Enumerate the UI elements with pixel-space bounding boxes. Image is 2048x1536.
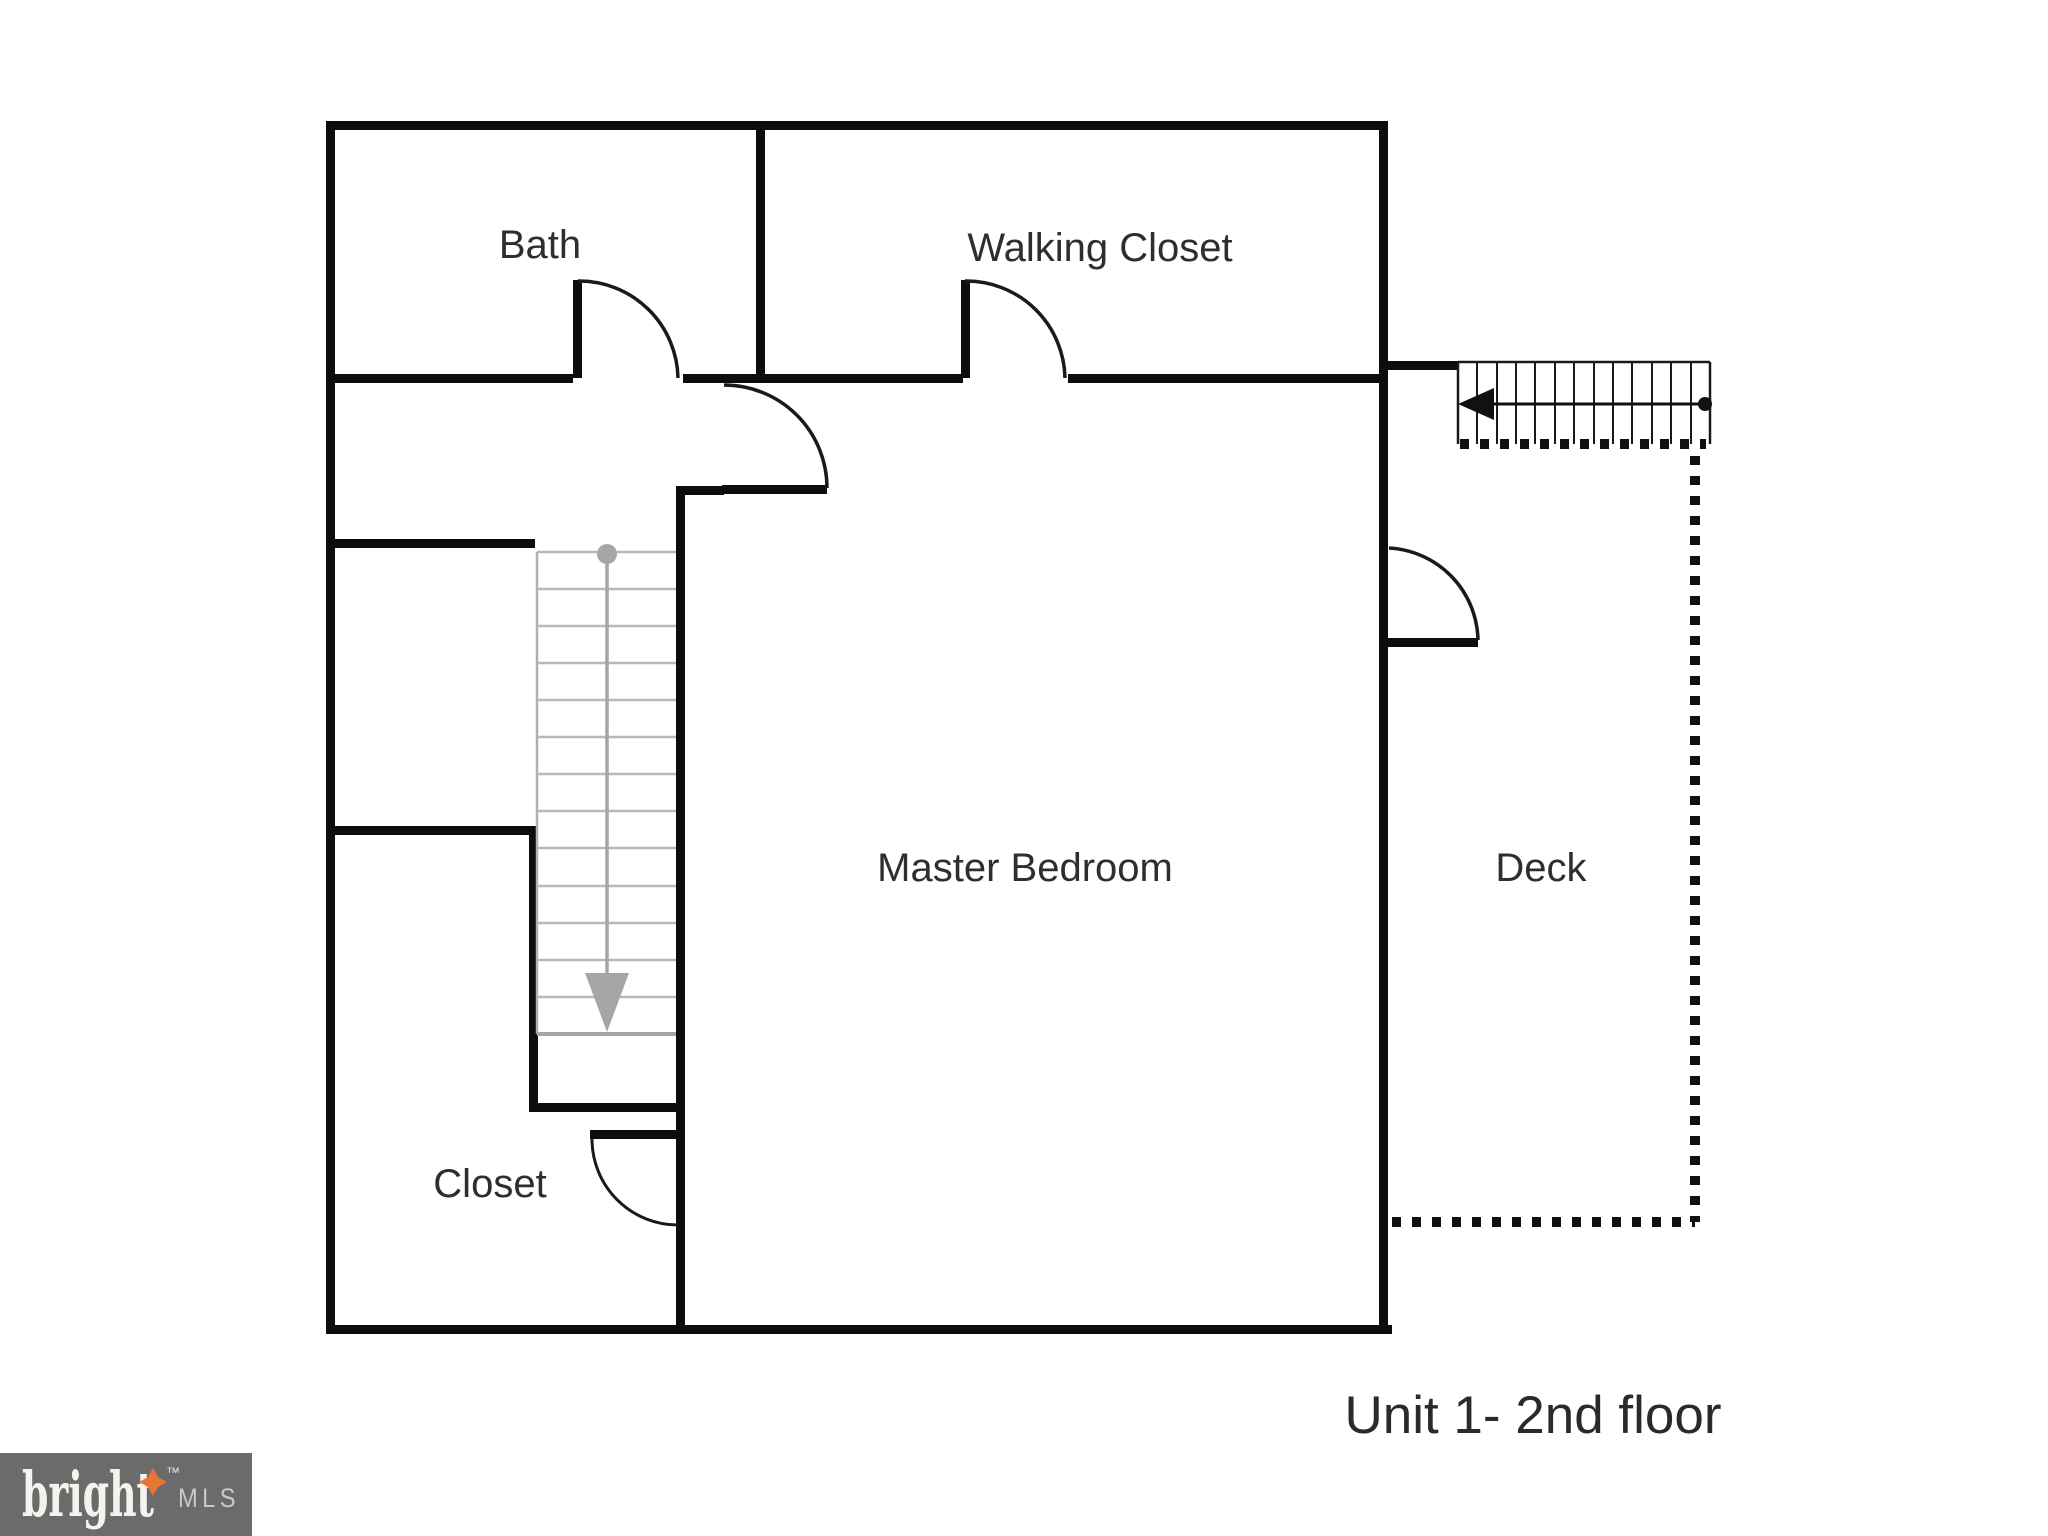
deck-door-leaf bbox=[1383, 638, 1478, 647]
wall-right bbox=[1379, 121, 1388, 1334]
unit-outer-walls bbox=[326, 121, 1392, 1334]
brand-sparkle-icon bbox=[139, 1468, 167, 1496]
brand-logo-name: bright bbox=[22, 1458, 154, 1531]
wall-closet-right bbox=[529, 826, 538, 1112]
master-bedroom-door-leaf bbox=[722, 485, 827, 494]
stair-arrow-start-dot bbox=[597, 544, 617, 564]
wall-stairwell-bottom bbox=[529, 1103, 680, 1112]
walking-closet-door bbox=[961, 279, 1067, 379]
brand-logo-suffix: MLS bbox=[178, 1483, 240, 1513]
wall-bottom bbox=[326, 1325, 1392, 1334]
exterior-stair-arrow-start-dot bbox=[1698, 397, 1712, 411]
brand-trademark: ™ bbox=[166, 1464, 180, 1480]
deck-door-arc bbox=[1388, 546, 1480, 641]
walking-closet-door-arc bbox=[964, 279, 1067, 379]
closet-door-leaf bbox=[590, 1130, 680, 1139]
room-label-walking-closet: Walking Closet bbox=[967, 226, 1232, 270]
room-label-master-bedroom: Master Bedroom bbox=[877, 846, 1173, 890]
room-label-bath: Bath bbox=[499, 223, 581, 267]
wall-hall-mid bbox=[326, 539, 535, 548]
stairs-left-arrow-icon bbox=[1458, 388, 1494, 420]
wall-bath-bottom-right bbox=[1068, 374, 1383, 383]
brand-logo: bright ™ MLS bbox=[0, 1453, 252, 1536]
wall-mb-top-stub bbox=[676, 486, 724, 495]
deck-door bbox=[1383, 546, 1480, 647]
interior-staircase bbox=[535, 544, 676, 1036]
wall-bath-divider bbox=[756, 126, 765, 382]
wall-top bbox=[326, 121, 1388, 130]
wall-exterior-stair-stub bbox=[1388, 361, 1458, 370]
bath-door-arc bbox=[577, 279, 680, 379]
closet-door-arc bbox=[590, 1138, 679, 1227]
deck-boundary bbox=[1392, 439, 1706, 1227]
master-bedroom-door-arc bbox=[723, 383, 829, 489]
floorplan-title: Unit 1- 2nd floor bbox=[1344, 1386, 1721, 1445]
wall-mb-left bbox=[676, 486, 685, 1332]
exterior-staircase bbox=[1456, 360, 1712, 444]
walking-closet-door-leaf bbox=[961, 280, 970, 378]
bath-door bbox=[573, 279, 680, 379]
master-bedroom-door bbox=[722, 383, 829, 494]
interior-walls bbox=[326, 126, 1458, 1332]
bath-door-leaf bbox=[573, 280, 582, 378]
doors bbox=[573, 279, 1480, 1227]
wall-closet-top bbox=[326, 826, 535, 835]
room-label-closet: Closet bbox=[433, 1162, 546, 1206]
wall-bath-bottom-mid bbox=[683, 374, 963, 383]
wall-bath-bottom-left bbox=[330, 374, 573, 383]
wall-left bbox=[326, 121, 335, 1334]
room-label-deck: Deck bbox=[1495, 846, 1587, 890]
closet-door bbox=[590, 1130, 680, 1227]
brand-logo-background bbox=[0, 1453, 252, 1536]
stairs-down-arrow-icon bbox=[585, 973, 629, 1032]
